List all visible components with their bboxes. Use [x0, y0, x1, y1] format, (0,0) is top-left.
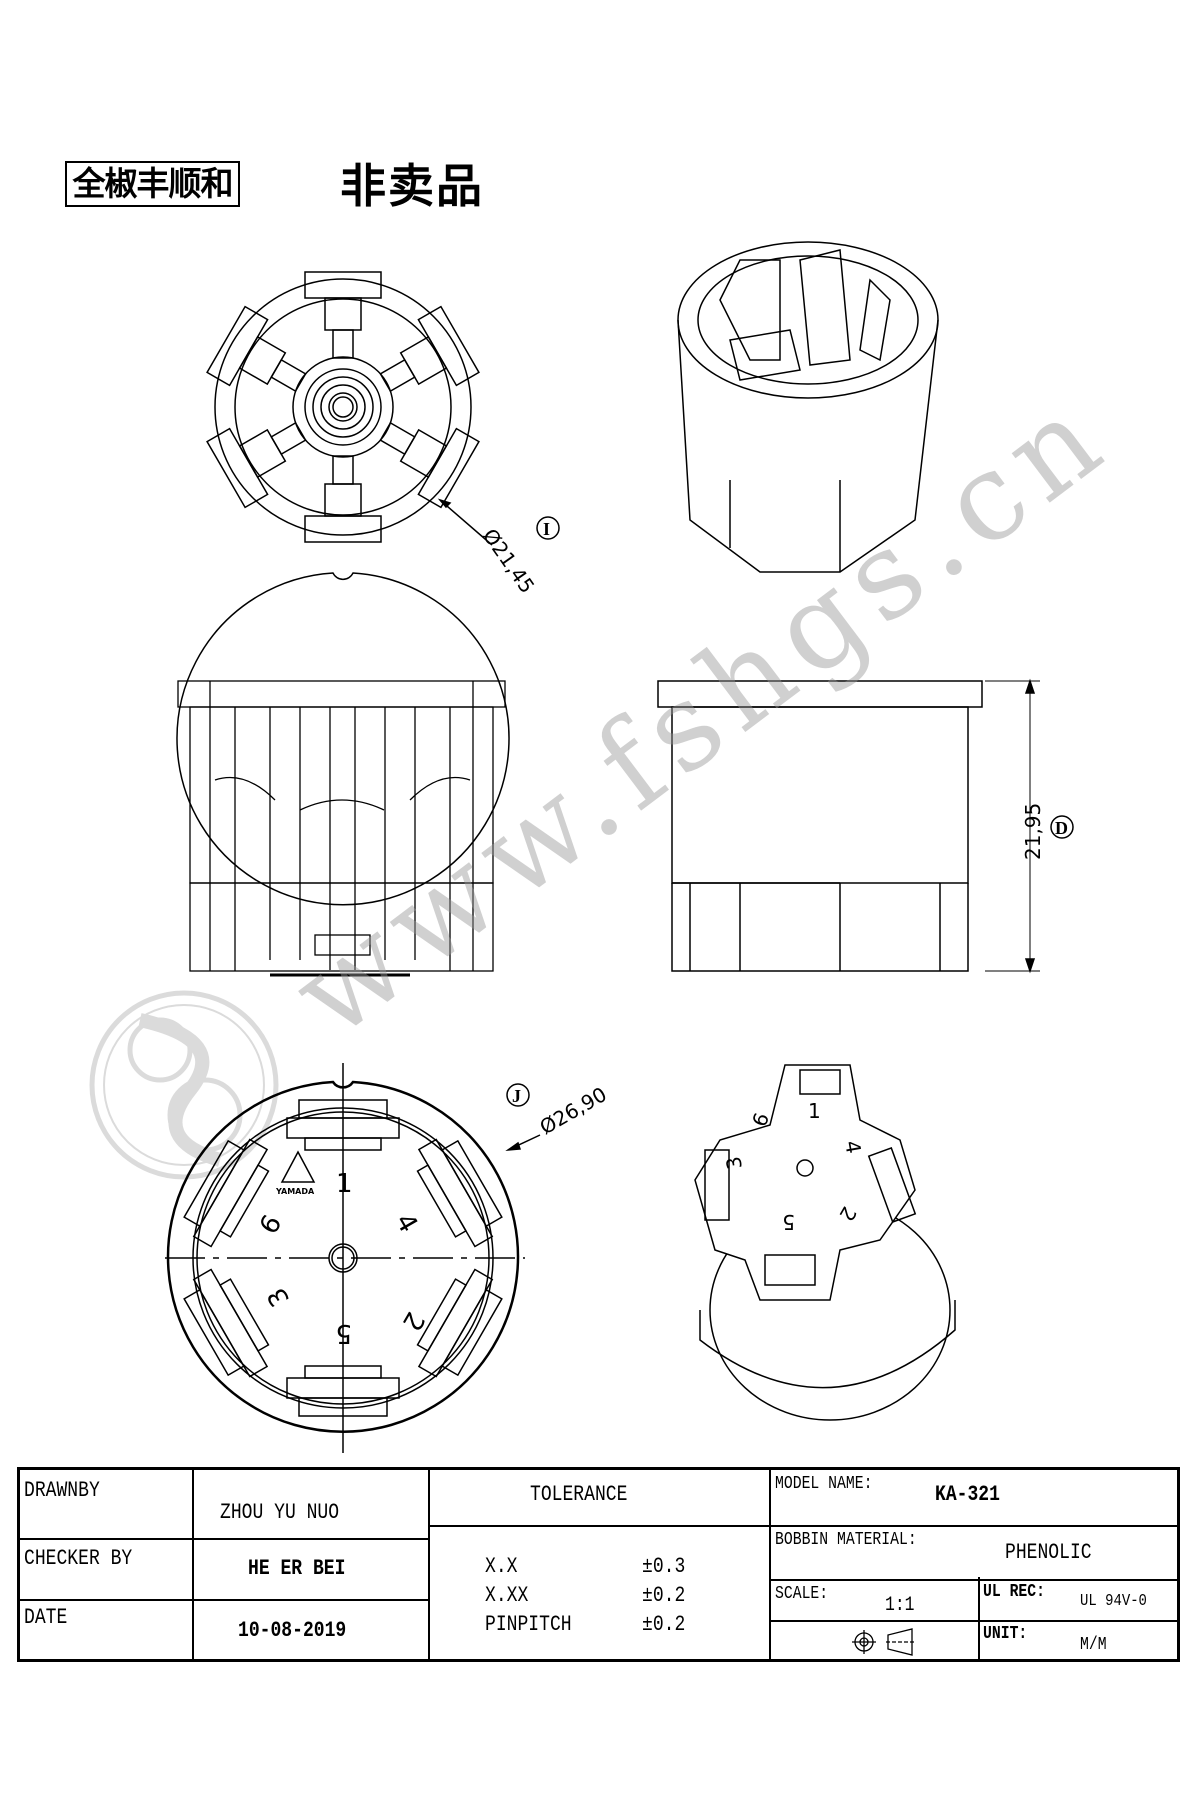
pin-label: 5 — [782, 1210, 795, 1234]
bottom-view-ref: J — [512, 1086, 521, 1106]
material-value: PHENOLIC — [1005, 1540, 1092, 1565]
checker-value: HE ER BEI — [248, 1556, 346, 1581]
pin-label: 2 — [396, 1307, 430, 1336]
unit-value: M/M — [1080, 1635, 1107, 1655]
not-for-sale-label: 非卖品 — [340, 159, 484, 213]
scale-value: 1:1 — [885, 1594, 915, 1617]
model-value: KA-321 — [935, 1482, 1000, 1507]
pin-label: 3 — [721, 1155, 747, 1172]
iso-bottom-view — [694, 1064, 956, 1421]
tolerance-name: PINPITCH — [485, 1612, 572, 1637]
pin-label: 3 — [262, 1282, 296, 1311]
pin-label: 4 — [389, 1209, 423, 1238]
title-block: DRAWNBY ZHOU YU NUO CHECKER BY HE ER BEI… — [17, 1467, 1180, 1662]
model-label: MODEL NAME: — [775, 1474, 873, 1494]
pin-label: 5 — [335, 1318, 352, 1348]
checker-label: CHECKER BY — [24, 1546, 133, 1571]
tolerance-value: ±0.2 — [642, 1612, 686, 1637]
pin-label: 1 — [808, 1099, 821, 1123]
tolerance-value: ±0.3 — [642, 1554, 686, 1579]
material-label: BOBBIN MATERIAL: — [775, 1530, 917, 1550]
brand-mark: YAMADA — [275, 1187, 315, 1196]
bottom-view — [165, 1063, 541, 1453]
pin-label: 6 — [254, 1210, 288, 1239]
unit-label: UNIT: — [983, 1624, 1028, 1644]
side-view-front — [177, 680, 506, 977]
height-ref: D — [1055, 818, 1068, 838]
side-view-right — [657, 678, 1074, 974]
top-view — [176, 271, 560, 906]
watermark-logo — [89, 990, 279, 1180]
tolerance-value: ±0.2 — [642, 1583, 686, 1608]
pin-label: 4 — [840, 1139, 866, 1156]
ul-value: UL 94V-0 — [1080, 1592, 1147, 1611]
height-dimension: 21,95 — [1021, 803, 1045, 860]
top-view-ref: I — [543, 519, 550, 539]
drawn-by-value: ZHOU YU NUO — [220, 1500, 340, 1525]
pin-label: 6 — [747, 1110, 774, 1130]
date-label: DATE — [24, 1605, 68, 1630]
tolerance-name: X.X — [485, 1554, 518, 1579]
company-label: 全椒丰顺和 — [65, 161, 240, 207]
tolerance-name: X.XX — [485, 1583, 529, 1608]
iso-top-view — [677, 241, 939, 573]
projection-symbol-icon — [852, 1628, 916, 1656]
ul-label: UL REC: — [983, 1582, 1046, 1602]
pin-label: 1 — [336, 1169, 353, 1199]
tolerance-label: TOLERANCE — [530, 1482, 628, 1507]
date-value: 10-08-2019 — [238, 1618, 347, 1643]
bottom-view-dimension: Ø26,90 — [536, 1082, 611, 1139]
top-view-dimension: Ø21,45 — [478, 524, 540, 598]
scale-label: SCALE: — [775, 1584, 829, 1604]
drawn-by-label: DRAWNBY — [24, 1478, 100, 1503]
